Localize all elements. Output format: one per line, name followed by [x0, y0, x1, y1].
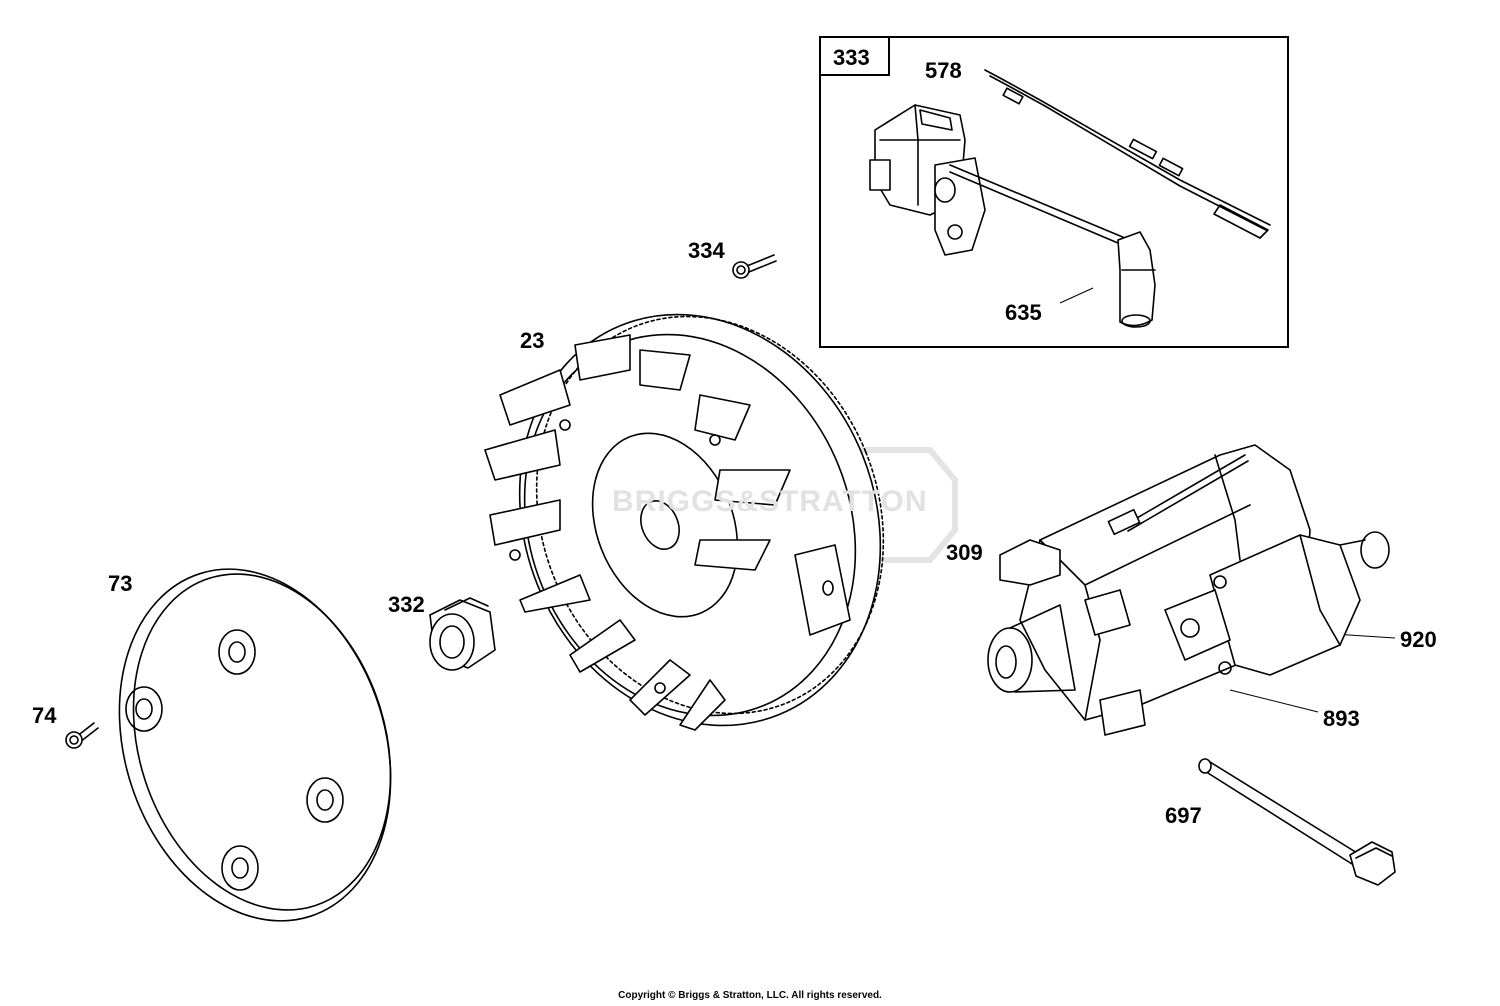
callout-73: 73 [108, 571, 133, 596]
watermark-text: BRIGGS&STRATTON [612, 485, 928, 518]
flywheel-screen-part [118, 568, 392, 922]
callout-309: 309 [946, 540, 983, 565]
inset-label-333: 333 [833, 45, 870, 70]
callout-893: 893 [1323, 706, 1360, 731]
screw-334-part [732, 254, 777, 279]
callout-74: 74 [32, 703, 57, 728]
callout-920: 920 [1400, 627, 1437, 652]
callout-697: 697 [1165, 803, 1202, 828]
flywheel-part [484, 313, 885, 731]
ignition-coil-part [869, 104, 1156, 328]
bolt-697-part [1198, 758, 1396, 886]
callout-635: 635 [1005, 300, 1042, 325]
starter-motor-part [987, 444, 1390, 736]
screw-74-part [65, 722, 99, 749]
callout-332: 332 [388, 592, 425, 617]
wire-harness-part [984, 69, 1271, 239]
callout-23: 23 [520, 328, 545, 353]
copyright-notice: Copyright © Briggs & Stratton, LLC. All … [618, 990, 882, 1001]
flywheel-nut-part [429, 597, 496, 671]
callout-578: 578 [925, 58, 962, 83]
callout-334: 334 [688, 238, 725, 263]
inset-box-333 [819, 36, 1289, 348]
